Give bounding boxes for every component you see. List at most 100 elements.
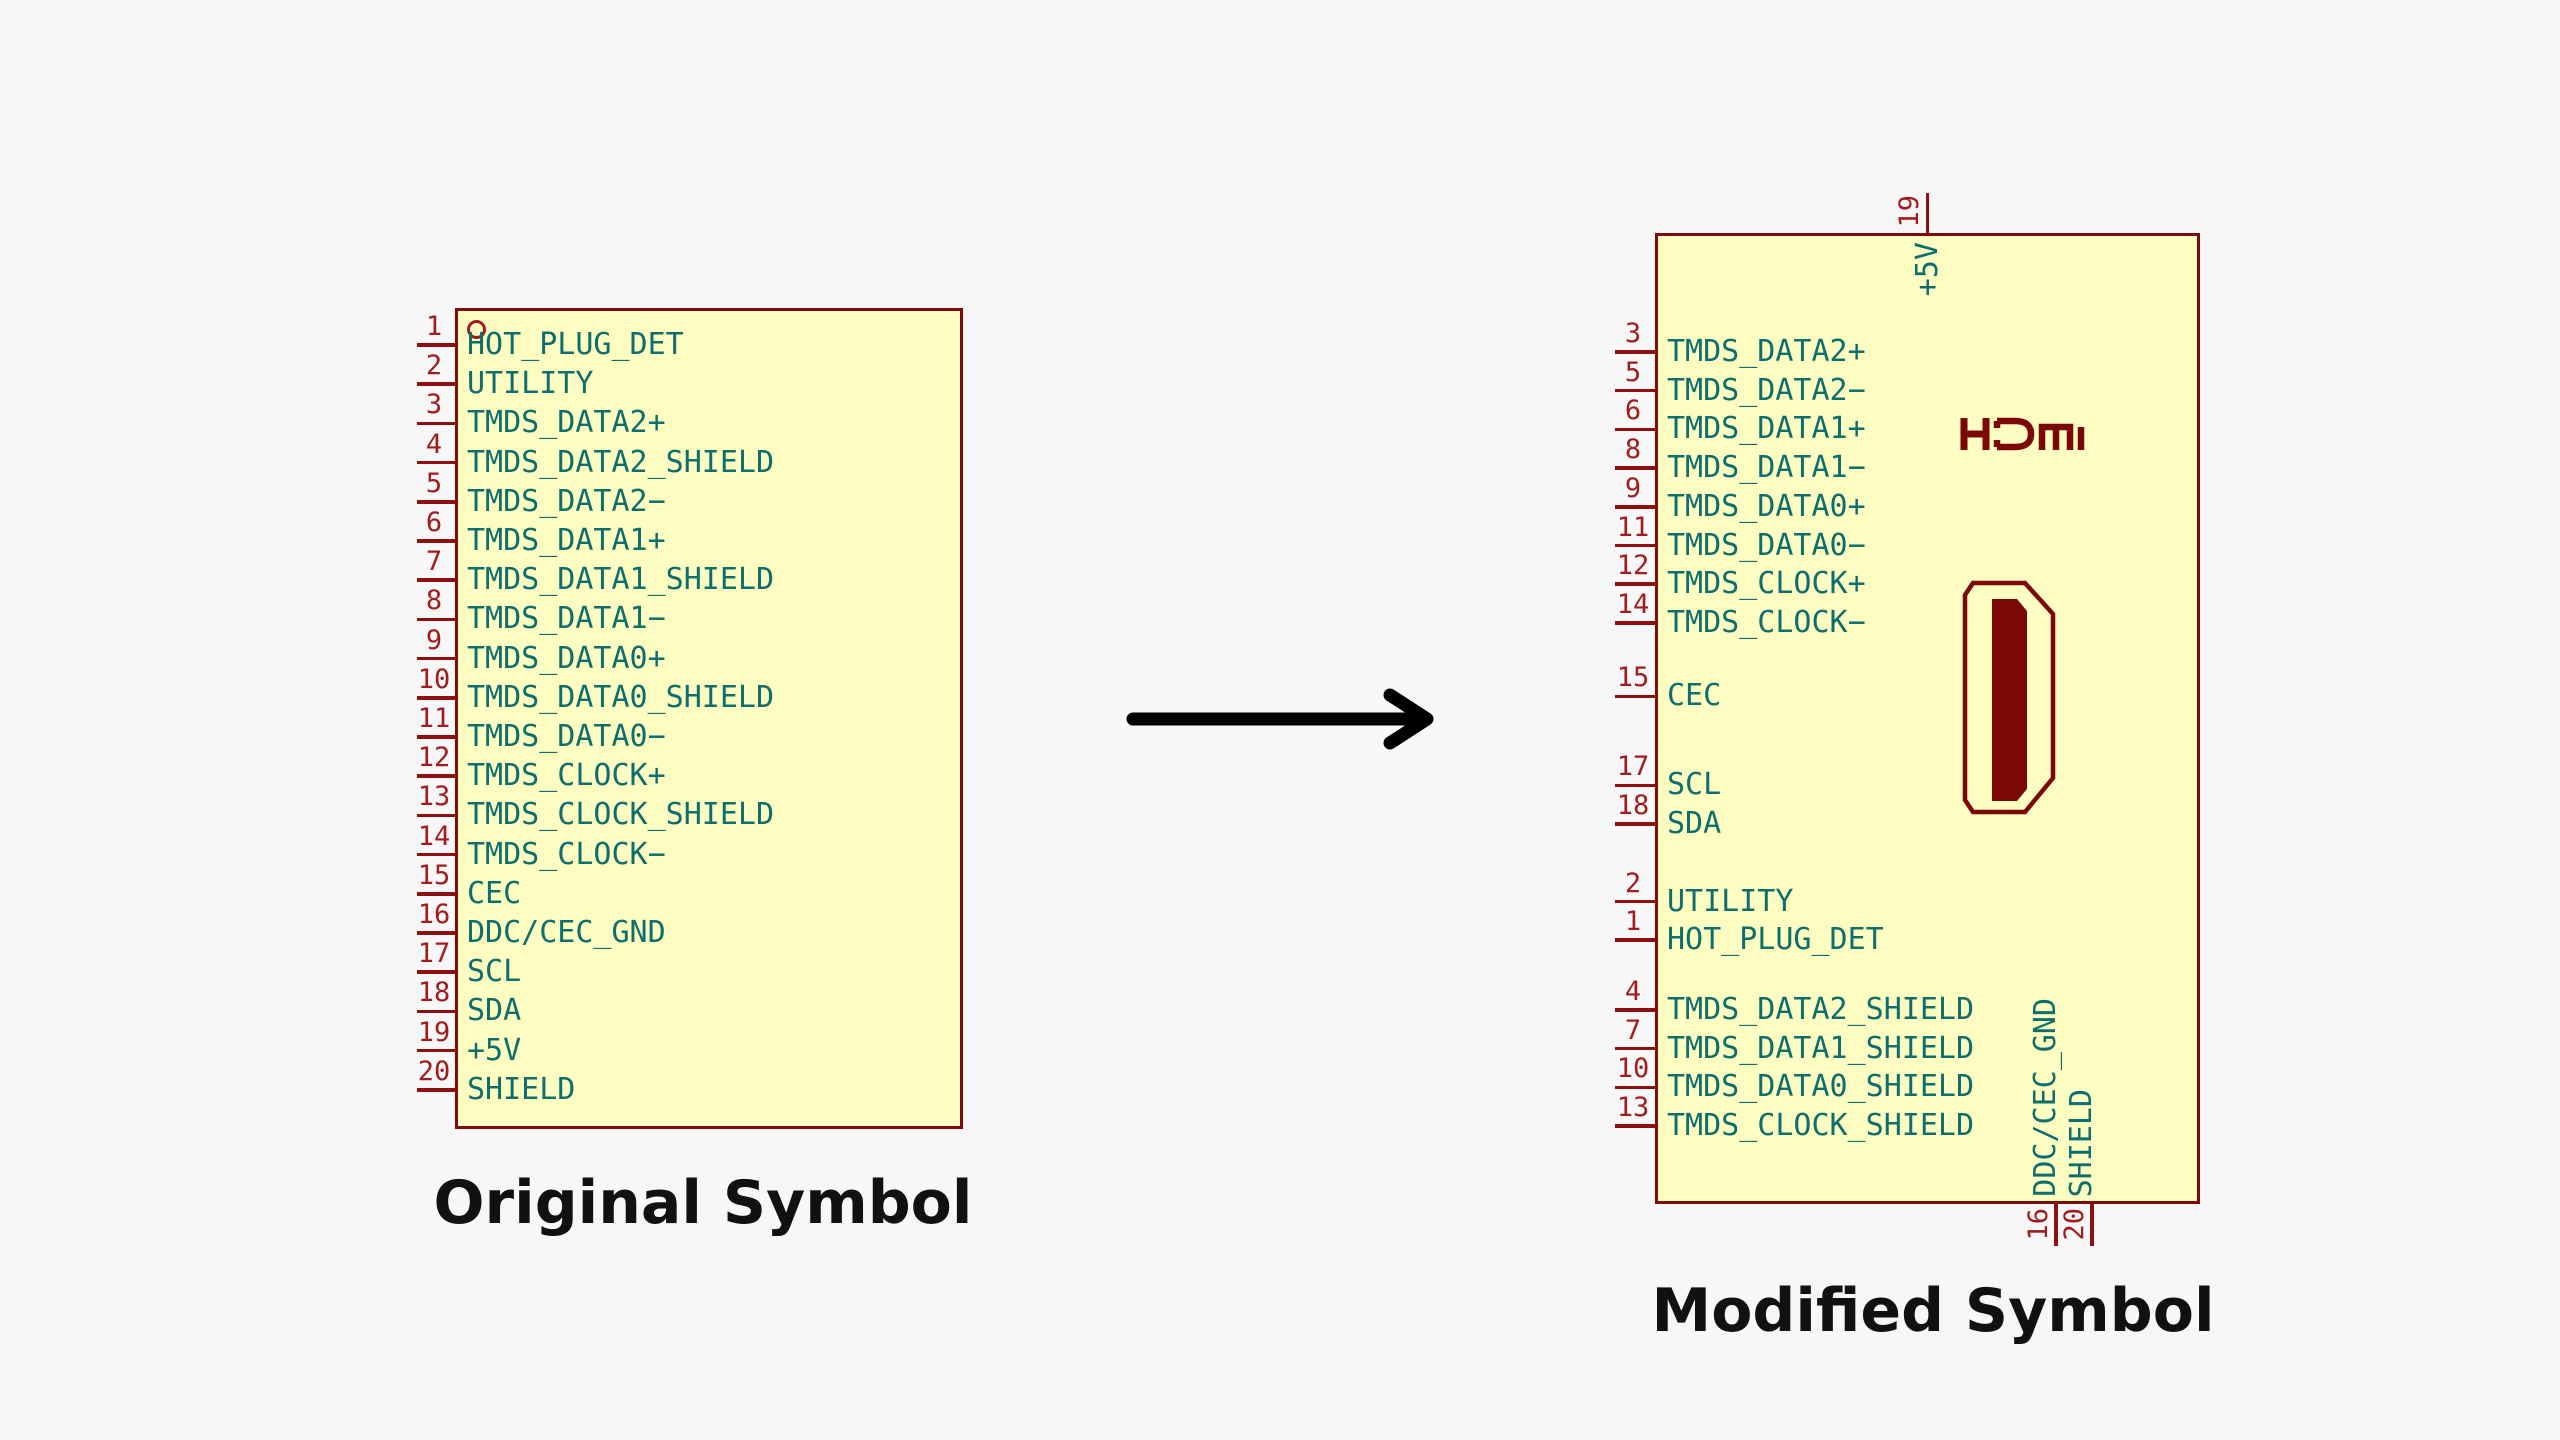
pin-name: TMDS_DATA2_SHIELD bbox=[467, 444, 775, 480]
pin-number: 5 bbox=[425, 467, 443, 499]
pin-name: TMDS_DATA0+ bbox=[467, 640, 666, 676]
pin-name: UTILITY bbox=[467, 366, 594, 402]
pin-name: TMDS_CLOCK− bbox=[467, 836, 666, 872]
pin-name: TMDS_DATA1+ bbox=[1667, 411, 1866, 447]
pin-number: 10 bbox=[417, 663, 451, 695]
pin-name: TMDS_CLOCK− bbox=[1667, 604, 1866, 640]
pin-number: 1 bbox=[425, 311, 443, 342]
pin-stub bbox=[417, 1009, 455, 1014]
pin-name: TMDS_CLOCK_SHIELD bbox=[467, 797, 775, 833]
pin-stub bbox=[1925, 193, 1929, 233]
pin-number: 8 bbox=[1624, 434, 1642, 466]
pin-stub bbox=[417, 696, 455, 700]
pin-name: TMDS_DATA1− bbox=[1667, 450, 1866, 486]
pin-name: TMDS_DATA0− bbox=[467, 719, 666, 754]
pin-name: UTILITY bbox=[1667, 883, 1794, 919]
pin-stub bbox=[1615, 822, 1655, 826]
pin-name: DDC/CEC_GND bbox=[467, 915, 666, 950]
pin-name: TMDS_CLOCK+ bbox=[467, 758, 666, 794]
pin-name: SCL bbox=[1667, 767, 1722, 803]
pin-number: 3 bbox=[425, 389, 443, 421]
pin-name: TMDS_DATA2+ bbox=[467, 405, 666, 441]
pin-number: 18 bbox=[417, 977, 451, 1009]
pin-number: 7 bbox=[1624, 1014, 1642, 1046]
pin-number: 16 bbox=[2023, 1208, 2054, 1241]
pin-number: 18 bbox=[1616, 790, 1650, 822]
modified-symbol-title: Modified Symbol bbox=[1651, 1276, 2215, 1346]
pin-stub bbox=[1615, 543, 1655, 548]
pin-stub bbox=[417, 539, 455, 543]
pin-stub bbox=[417, 774, 455, 778]
hdmi-logo-icon bbox=[1960, 417, 2085, 451]
pin-name: TMDS_DATA2_SHIELD bbox=[1667, 991, 1975, 1027]
pin-stub bbox=[1615, 1008, 1655, 1012]
modified-symbol-box bbox=[1655, 233, 2200, 1204]
pin-name: SDA bbox=[1667, 806, 1722, 842]
pin-number: 11 bbox=[1616, 511, 1650, 543]
pin-name: +5V bbox=[467, 1032, 522, 1068]
pin-number: 1 bbox=[1624, 906, 1642, 938]
pin-number: 15 bbox=[417, 859, 451, 891]
pin-stub bbox=[1615, 1085, 1655, 1090]
pin-stub bbox=[1615, 1124, 1655, 1128]
pin-stub bbox=[417, 852, 455, 857]
pin-name: CEC bbox=[467, 875, 522, 911]
pin-number: 8 bbox=[425, 585, 443, 617]
pin-name: TMDS_DATA0_SHIELD bbox=[467, 679, 775, 715]
pin-stub bbox=[1615, 466, 1655, 470]
pin-number: 13 bbox=[417, 781, 451, 813]
pin-stub bbox=[1615, 621, 1655, 625]
pin-number: 3 bbox=[1624, 318, 1642, 349]
pin-stub bbox=[417, 656, 455, 661]
pin-number: 5 bbox=[1624, 356, 1642, 388]
pin-number: 16 bbox=[417, 899, 451, 930]
pin-stub bbox=[417, 1048, 455, 1053]
pin-name: SHIELD bbox=[467, 1071, 576, 1107]
pin-stub bbox=[1615, 1046, 1655, 1051]
pin-number: 17 bbox=[417, 938, 451, 970]
pin-stub bbox=[417, 500, 455, 504]
pin-stub bbox=[417, 382, 455, 386]
pin-name: TMDS_DATA2+ bbox=[1667, 334, 1866, 369]
pin-stub bbox=[417, 421, 455, 426]
pin-stub bbox=[1615, 694, 1655, 699]
pin-number: 6 bbox=[1624, 395, 1642, 427]
pin-stub bbox=[417, 578, 455, 582]
pin-stub bbox=[1615, 388, 1655, 393]
pin-name: HOT_PLUG_DET bbox=[1667, 922, 1884, 958]
pin-stub bbox=[417, 735, 455, 739]
pin-number: 10 bbox=[1616, 1053, 1650, 1085]
pin-stub bbox=[417, 970, 455, 974]
pin-name: SDA bbox=[467, 993, 522, 1029]
pin-stub bbox=[1615, 350, 1655, 354]
pin-stub bbox=[1615, 938, 1655, 942]
pin-stub bbox=[2090, 1204, 2094, 1246]
pin-stub bbox=[417, 892, 455, 896]
pin-name: TMDS_DATA2− bbox=[1667, 372, 1866, 408]
pin-name: SCL bbox=[467, 954, 522, 990]
pin-stub bbox=[2054, 1204, 2058, 1246]
pin-stub bbox=[1615, 427, 1655, 432]
pin-name: TMDS_DATA0+ bbox=[1667, 488, 1866, 524]
pin-name: TMDS_DATA2− bbox=[467, 483, 666, 519]
pin-number: 13 bbox=[1616, 1092, 1650, 1123]
pin-name: TMDS_DATA1_SHIELD bbox=[467, 562, 775, 598]
pin-number: 19 bbox=[1894, 195, 1925, 228]
pin-number: 4 bbox=[1624, 975, 1642, 1007]
pin-name: SHIELD bbox=[2064, 1088, 2099, 1197]
pin-number: 15 bbox=[1616, 662, 1650, 694]
pin-stub bbox=[1615, 899, 1655, 904]
pin-number: 6 bbox=[425, 507, 443, 538]
pin-stub bbox=[417, 343, 455, 347]
original-symbol-title: Original Symbol bbox=[433, 1168, 973, 1238]
pin-name: CEC bbox=[1667, 678, 1722, 714]
pin-name: HOT_PLUG_DET bbox=[467, 327, 684, 362]
pin-number: 12 bbox=[1616, 550, 1650, 582]
pin-name: TMDS_CLOCK+ bbox=[1667, 566, 1866, 602]
pin-stub bbox=[1615, 505, 1655, 509]
pin-stub bbox=[417, 931, 455, 935]
pin-number: 7 bbox=[425, 546, 443, 578]
pin-name: +5V bbox=[1910, 242, 1945, 297]
